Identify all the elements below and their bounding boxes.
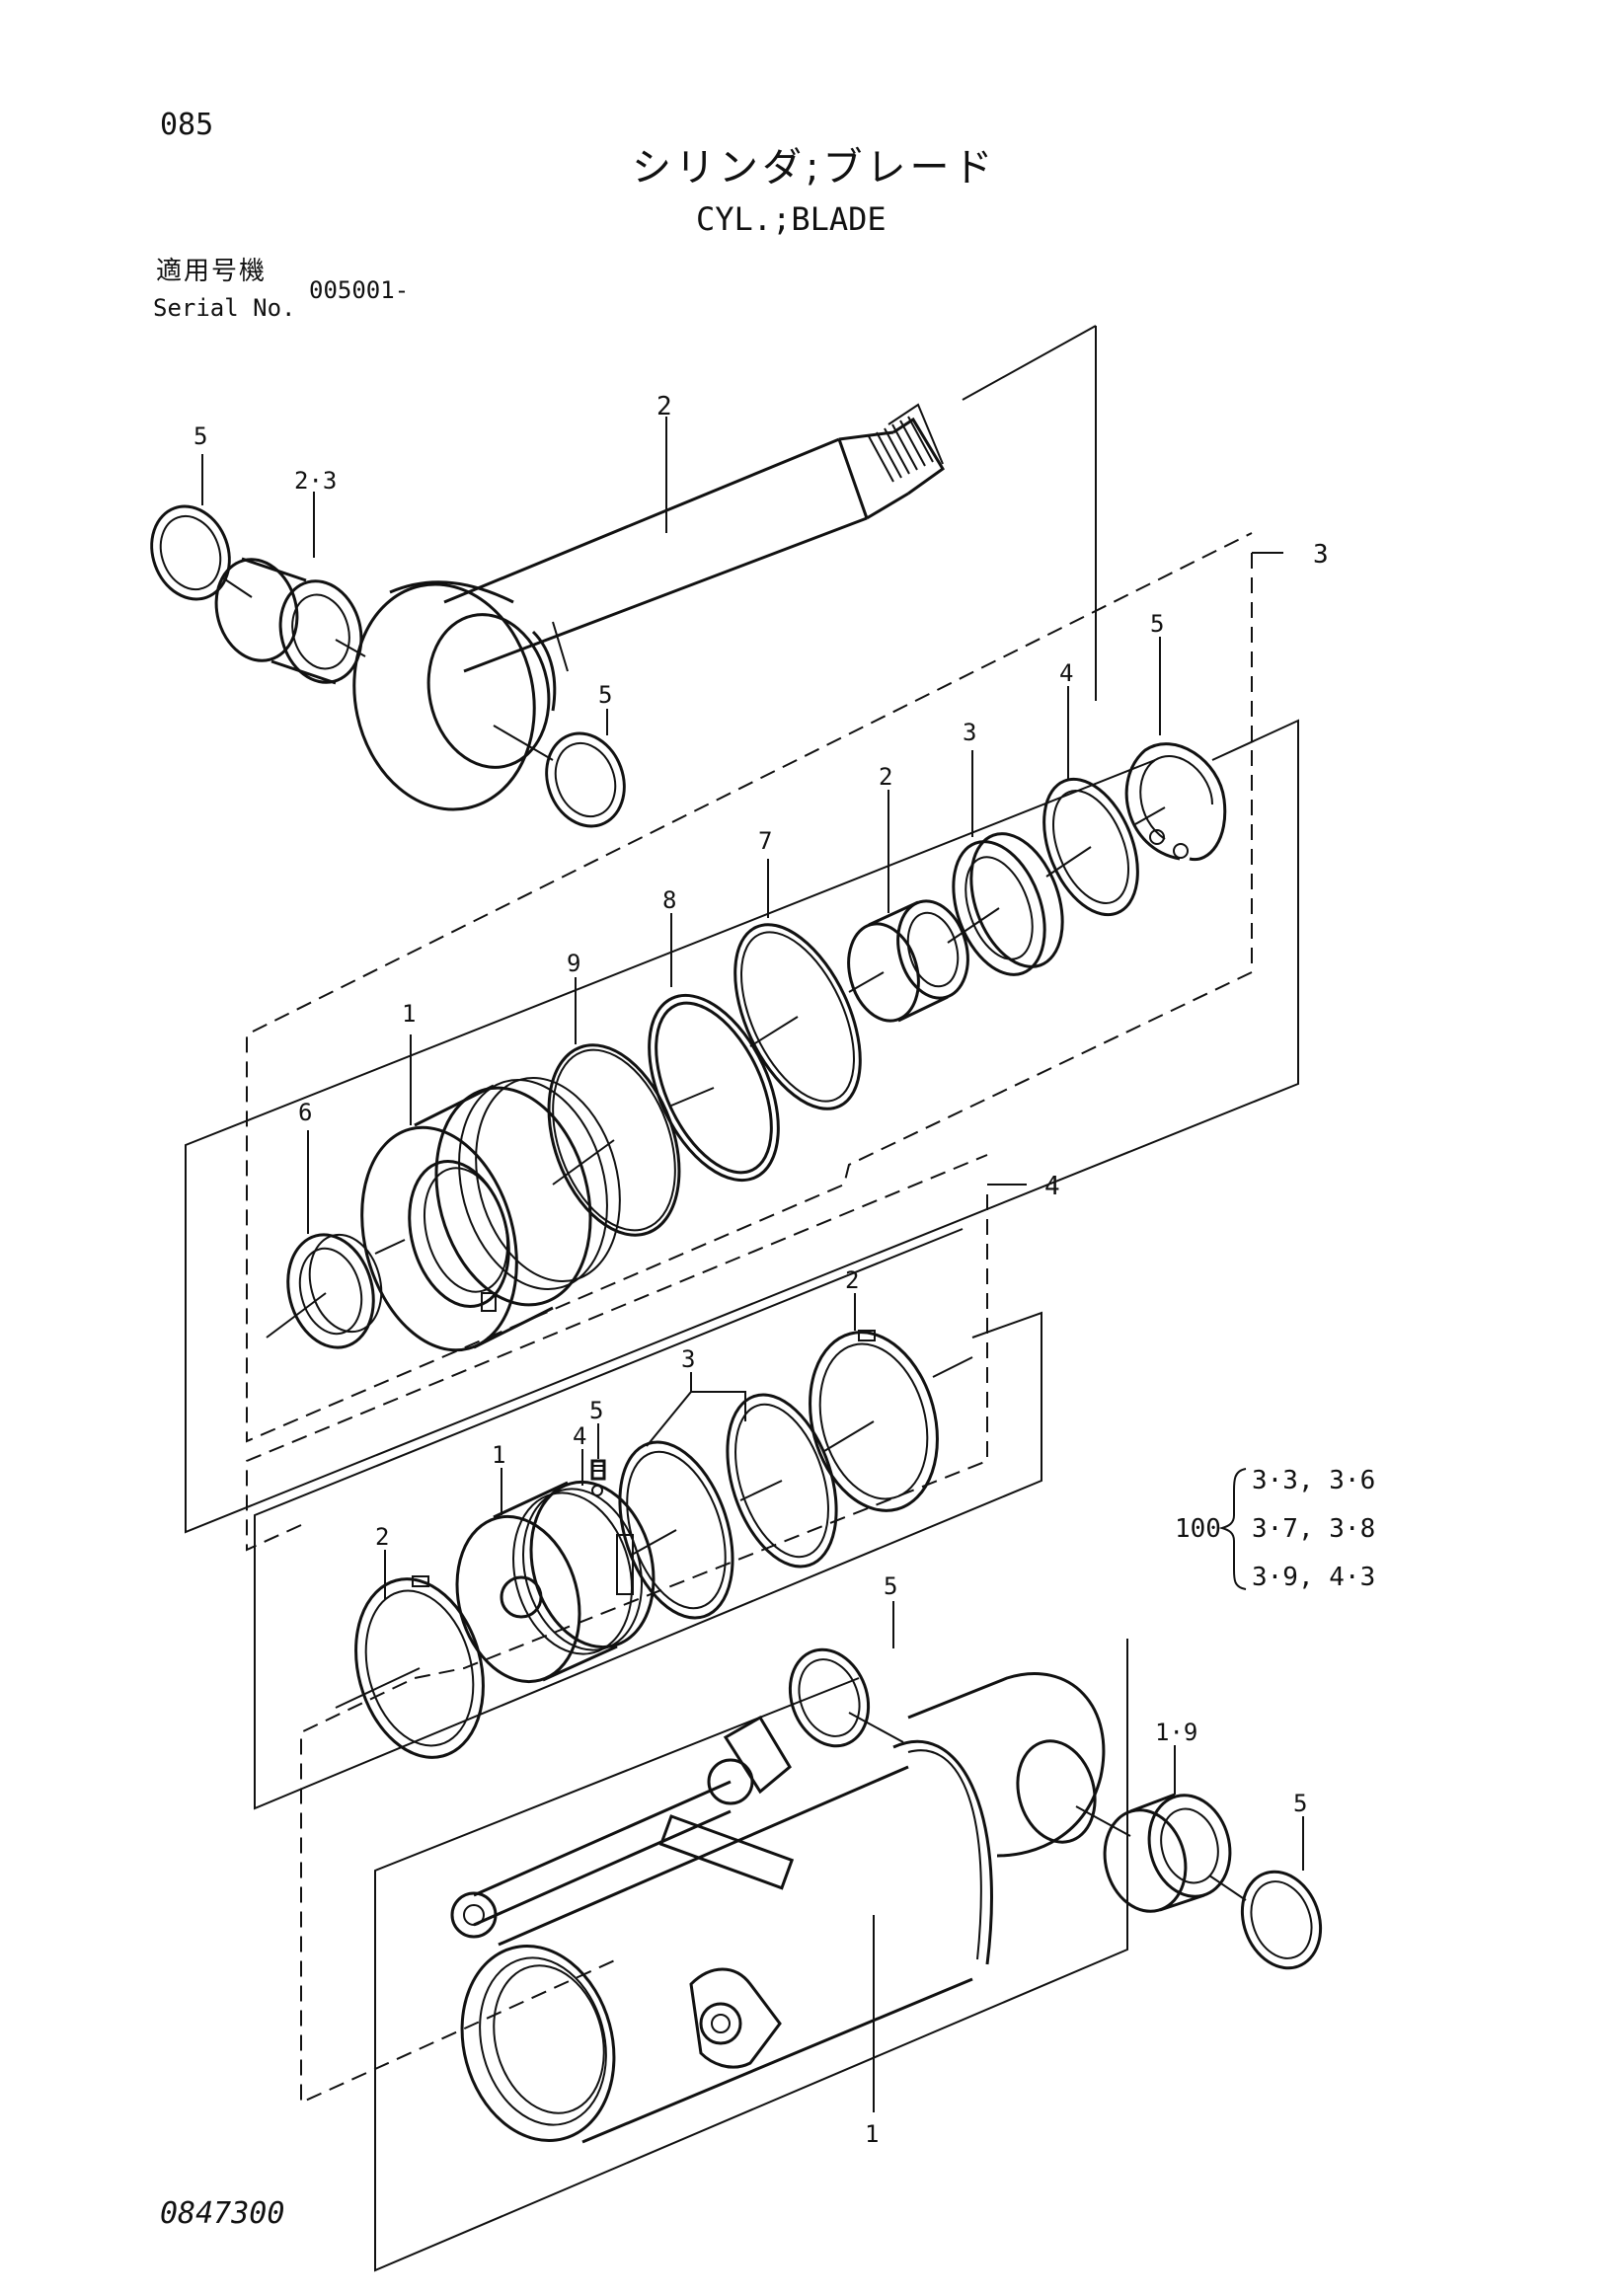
title-english: CYL.;BLADE <box>696 200 887 238</box>
callout-tube-bushing: 1·9 <box>1155 1719 1197 1746</box>
callout-rod-seal-right: 5 <box>598 681 612 709</box>
kit-line-3: 3·9, 4·3 <box>1252 1563 1375 1592</box>
callout-piston-group: 4 <box>1044 1172 1060 1201</box>
kit-line-2: 3·7, 3·8 <box>1252 1514 1375 1544</box>
head-snap-ring <box>1124 742 1227 862</box>
cylinder-tube <box>450 1672 1106 2144</box>
piston-set-screw <box>590 1459 606 1481</box>
cylinder-head-group: 3 6 1 <box>185 532 1329 1534</box>
seal-kit-reference: 100 3·3, 3·6 3·7, 3·8 3·9, 4·3 <box>1175 1466 1375 1592</box>
callout-rod: 2 <box>656 392 672 421</box>
callout-head-seal-3: 3 <box>963 719 976 746</box>
callout-head-seal-6: 6 <box>298 1099 312 1126</box>
piston-ball <box>591 1485 603 1496</box>
callout-piston-seal-set: 3 <box>681 1345 695 1373</box>
kit-label: 100 <box>1175 1514 1221 1544</box>
piston-rod <box>352 403 945 811</box>
head-bushing <box>847 899 969 1023</box>
tube-seal-top <box>788 1647 871 1748</box>
piston-rod-assembly: 2 2·3 5 5 <box>150 325 1097 828</box>
piston-ring-right <box>809 1330 939 1512</box>
head-ring-4 <box>1042 777 1139 917</box>
callout-tube-seal-top: 5 <box>884 1572 897 1600</box>
title-japanese: シリンダ;ブレード <box>632 145 997 191</box>
tube-bushing <box>1103 1793 1232 1913</box>
head-seal-6 <box>286 1233 383 1349</box>
tube-seal-right <box>1240 1870 1323 1970</box>
callout-piston-body: 1 <box>492 1441 505 1469</box>
callout-piston-ring-right: 2 <box>845 1266 859 1294</box>
callout-head-ring-8: 8 <box>662 886 676 914</box>
callout-piston-ball: 4 <box>573 1422 586 1450</box>
rod-seal-right <box>545 731 626 828</box>
callout-rod-bushing: 2·3 <box>294 467 337 495</box>
cylinder-tube-assembly: 5 1 <box>374 1572 1323 2272</box>
rod-bushing <box>214 557 363 685</box>
callout-tube-seal-right: 5 <box>1293 1790 1307 1817</box>
callout-tube: 1 <box>865 2120 879 2148</box>
callout-head-bushing: 2 <box>879 763 892 791</box>
serial-label-english: Serial No. <box>153 294 296 322</box>
callout-piston-ring-left: 2 <box>375 1523 389 1551</box>
serial-label-japanese: 適用号機 <box>156 257 268 286</box>
piston <box>455 1480 656 1684</box>
callout-rod-seal-left: 5 <box>193 422 207 450</box>
piston-seal-set <box>618 1393 838 1620</box>
page-number: 085 <box>160 108 214 142</box>
drawing-number: 0847300 <box>160 2196 285 2231</box>
head-seal-3 <box>952 832 1064 976</box>
callout-head-ring-7: 7 <box>758 827 772 855</box>
piston-group: 4 2 1 4 <box>246 1154 1060 2105</box>
kit-line-1: 3·3, 3·6 <box>1252 1466 1375 1495</box>
thread-lines <box>868 416 934 483</box>
callout-head-body: 1 <box>402 1000 416 1028</box>
cylinder-head <box>360 1076 621 1352</box>
callout-head-group: 3 <box>1313 540 1329 570</box>
head-ring-8 <box>648 993 780 1183</box>
callout-piston-set-screw: 5 <box>589 1397 603 1424</box>
rod-seal-left <box>150 504 231 601</box>
serial-value: 005001- <box>309 276 410 304</box>
callout-head-snap-ring: 5 <box>1150 610 1164 638</box>
callout-head-ring-9: 9 <box>567 950 580 977</box>
callout-head-ring-4: 4 <box>1059 659 1073 687</box>
head-ring-7 <box>733 923 862 1110</box>
